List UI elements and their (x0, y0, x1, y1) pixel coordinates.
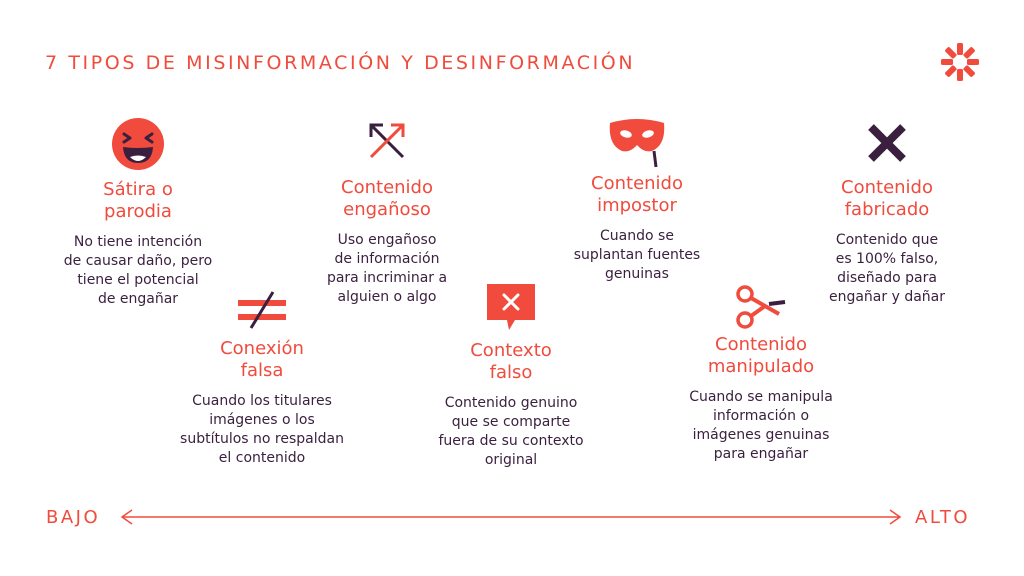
asterisk-logo-icon (941, 43, 979, 81)
description-line: imágenes o los (209, 412, 315, 428)
type-false-context: Contexto falso Contenido genuino que se … (416, 282, 606, 470)
description-line: que se comparte (451, 414, 571, 430)
heading-line: Contenido (591, 173, 683, 194)
description-line: suplantan fuentes (573, 247, 701, 263)
type-satire-parody: Sátira o parodia No tiene intención de c… (43, 117, 233, 309)
heading-line: manipulado (707, 356, 815, 377)
type-false-connection: Conexión falsa Cuando los titulares imág… (167, 290, 357, 468)
description-line: de engañar (97, 291, 179, 307)
type-manipulated-content: Contenido manipulado Cuando se manipula … (666, 284, 856, 464)
description-line: es 100% falso, (835, 251, 939, 267)
heading-line: Contenido (841, 177, 933, 198)
description-line: engañar y dañar (828, 289, 946, 305)
description-line: alguien o algo (337, 289, 437, 305)
page-title: 7 TIPOS DE MISINFORMACIÓN Y DESINFORMACI… (45, 52, 636, 74)
description-line: Contenido genuino (444, 395, 578, 411)
description-line: diseñado para (837, 270, 937, 286)
description-line: original (484, 452, 538, 468)
x-mark-icon (868, 124, 906, 162)
description-line: fuera de su contexto (438, 433, 584, 449)
heading-line: fabricado (844, 199, 930, 220)
type-impostor-content: Contenido impostor Cuando se suplantan f… (542, 117, 732, 284)
description-line: Cuando los titulares (192, 393, 332, 409)
description-line: Cuando se manipula (689, 389, 833, 405)
description-line: subtítulos no respaldan (180, 431, 344, 447)
description-line: de causar daño, pero (63, 253, 213, 269)
laughing-face-icon (112, 118, 164, 170)
heading-line: Conexión (220, 338, 304, 359)
scale-low-label: BAJO (46, 507, 101, 528)
heading-line: engañoso (343, 199, 431, 220)
description-line: imágenes genuinas (692, 427, 830, 443)
description-line: Uso engañoso (337, 232, 437, 248)
type-misleading-content: Contenido engañoso Uso engañoso de infor… (292, 119, 482, 307)
heading-line: falso (489, 362, 533, 383)
description-line: para engañar (713, 446, 809, 462)
not-equal-icon (238, 291, 286, 329)
description-line: No tiene intención (73, 234, 203, 250)
heading-line: Contenido (715, 334, 807, 355)
heading-line: falsa (240, 360, 284, 381)
heading-line: impostor (597, 195, 677, 216)
double-arrow-icon (120, 509, 902, 525)
crossed-arrows-icon (369, 123, 405, 159)
description-line: Contenido que (835, 232, 939, 248)
description-line: para incriminar a (326, 270, 448, 286)
mask-icon (609, 119, 665, 168)
heading-line: parodia (104, 201, 172, 222)
description-line: Cuando se (600, 228, 674, 244)
speech-bubble-x-icon (487, 284, 535, 330)
description-line: genuinas (605, 266, 669, 282)
description-line: el contenido (218, 450, 306, 466)
description-line: tiene el potencial (77, 272, 199, 288)
type-fabricated-content: Contenido fabricado Contenido que es 100… (792, 121, 982, 307)
heading-line: Contexto (470, 340, 552, 361)
scale-high-label: ALTO (915, 507, 971, 528)
description-line: información o (712, 408, 810, 424)
heading-line: Contenido (341, 177, 433, 198)
heading-line: Sátira o (103, 179, 173, 200)
scissors-icon (736, 285, 786, 329)
description-line: de información (334, 251, 440, 267)
